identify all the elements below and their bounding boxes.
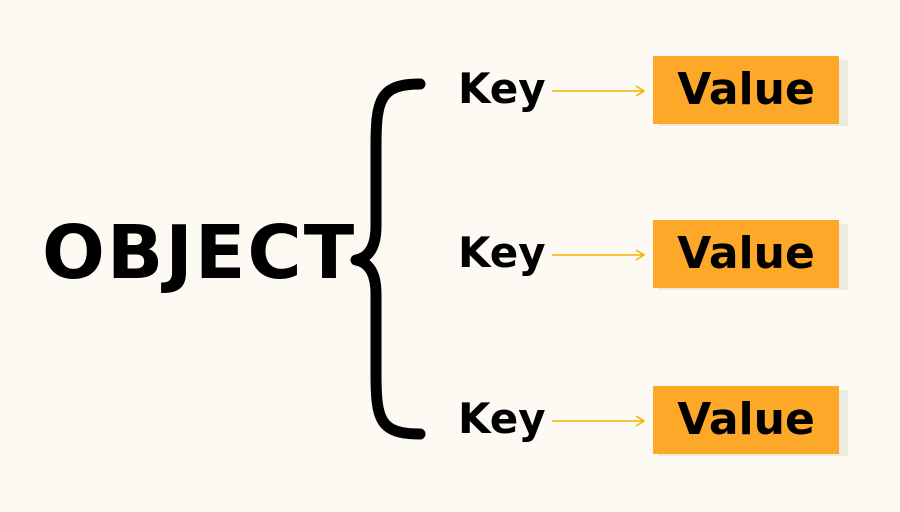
arrow-right-icon — [552, 415, 646, 427]
key-label: Key — [458, 64, 546, 113]
object-label: OBJECT — [42, 210, 357, 296]
value-label: Value — [677, 228, 815, 279]
key-value-pair-1: Key Value — [0, 56, 900, 128]
key-value-pair-3: Key Value — [0, 386, 900, 458]
key-value-pair-2: Key Value — [0, 220, 900, 292]
value-label: Value — [677, 394, 815, 445]
value-box: Value — [653, 220, 839, 288]
curly-brace-icon — [350, 78, 426, 440]
key-label: Key — [458, 228, 546, 277]
value-box: Value — [653, 56, 839, 124]
arrow-right-icon — [552, 85, 646, 97]
key-label: Key — [458, 394, 546, 443]
arrow-right-icon — [552, 249, 646, 261]
value-box: Value — [653, 386, 839, 454]
value-label: Value — [677, 64, 815, 115]
